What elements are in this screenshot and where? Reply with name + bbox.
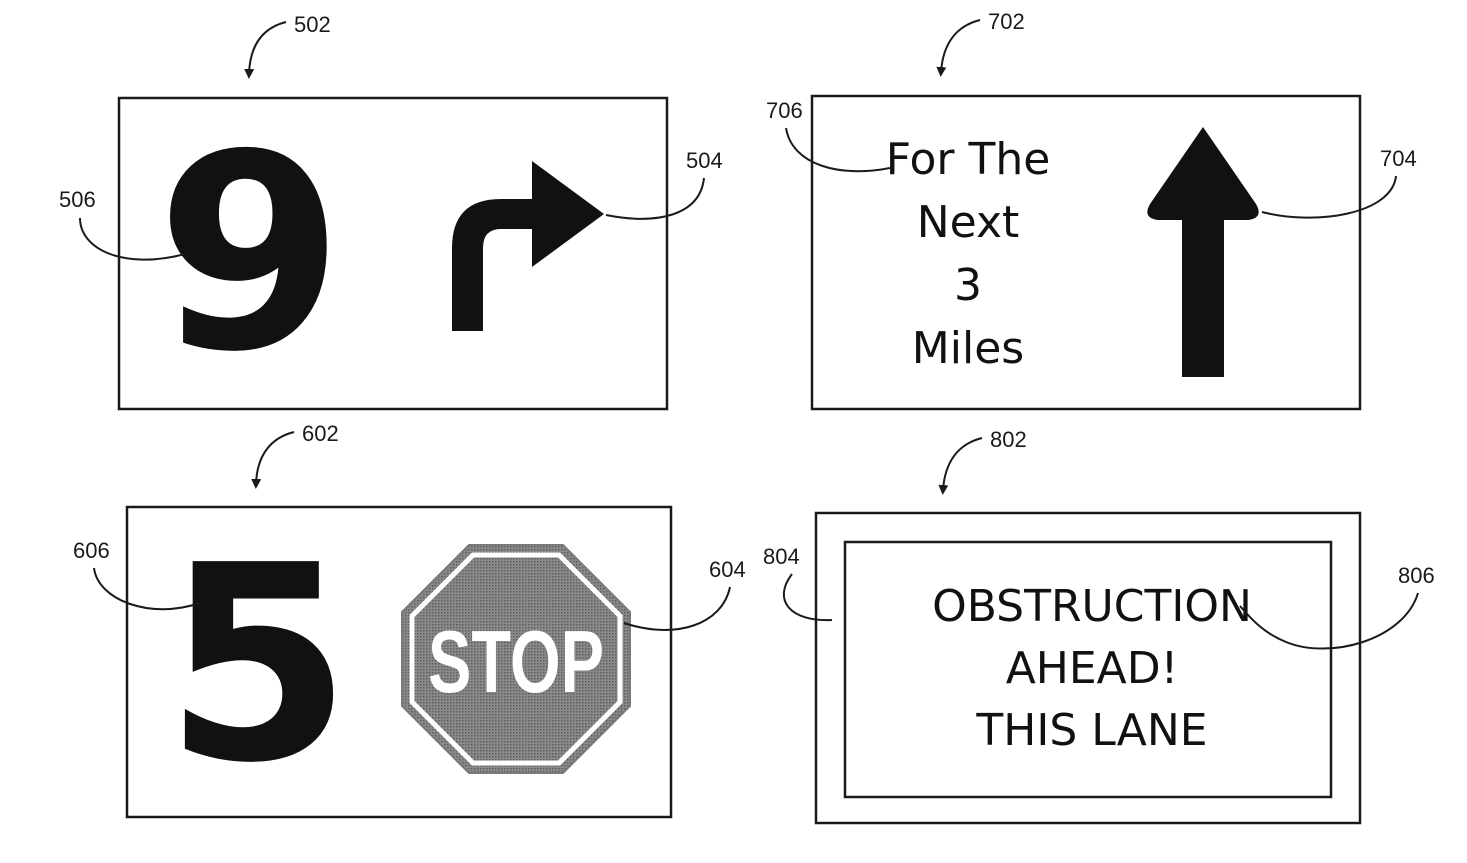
ref-504-label: 504 [686, 148, 723, 173]
up-arrow-icon [1147, 127, 1259, 377]
ref-804-leader [782, 573, 833, 622]
stop-sign-text: STOP [428, 612, 604, 711]
figure-802: 802 OBSTRUCTION AHEAD! THIS LANE 804 806 [763, 427, 1435, 825]
ref-506-label: 506 [59, 187, 96, 212]
ref-604-label: 604 [709, 557, 746, 582]
ref-706-leader [785, 127, 891, 173]
sign-802-line-1: OBSTRUCTION [932, 581, 1252, 632]
ref-702-label: 702 [988, 9, 1025, 34]
sign-panel-502 [117, 96, 669, 411]
sign-802-line-3: THIS LANE [975, 705, 1207, 756]
digit-9: 9 [156, 96, 344, 411]
sign-702-line-3: 3 [954, 260, 982, 311]
ref-806-label: 806 [1398, 563, 1435, 588]
ref-704-leader [1261, 175, 1397, 219]
figure-502: 502 9 504 506 [59, 12, 723, 411]
sign-802-line-2: AHEAD! [1006, 643, 1179, 694]
sign-702-line-1: For The [886, 134, 1051, 185]
figure-602: 602 5 STOP 606 604 [73, 421, 746, 822]
ref-802-arrow [938, 437, 983, 495]
ref-602-label: 602 [302, 421, 339, 446]
ref-702-arrow [936, 19, 981, 77]
sign-panel-802-inner-border [843, 540, 1333, 799]
sign-702-line-2: Next [917, 197, 1020, 248]
right-turn-arrow-icon [452, 161, 604, 331]
ref-606-leader [93, 567, 201, 611]
ref-806-leader [1239, 592, 1419, 650]
ref-502-arrow [244, 21, 287, 79]
sign-panel-702 [810, 94, 1362, 411]
ref-602-arrow [251, 431, 295, 489]
figure-702: 702 For The Next 3 Miles 706 704 [766, 9, 1417, 411]
stop-sign-icon: STOP [401, 544, 631, 774]
digit-5: 5 [164, 507, 352, 822]
ref-506-leader [79, 217, 186, 261]
ref-804-label: 804 [763, 544, 800, 569]
ref-704-label: 704 [1380, 146, 1417, 171]
ref-706-label: 706 [766, 98, 803, 123]
ref-502-label: 502 [294, 12, 331, 37]
ref-606-label: 606 [73, 538, 110, 563]
ref-604-leader [623, 586, 731, 631]
ref-802-label: 802 [990, 427, 1027, 452]
sign-702-line-4: Miles [912, 323, 1024, 374]
ref-504-leader [605, 177, 705, 220]
